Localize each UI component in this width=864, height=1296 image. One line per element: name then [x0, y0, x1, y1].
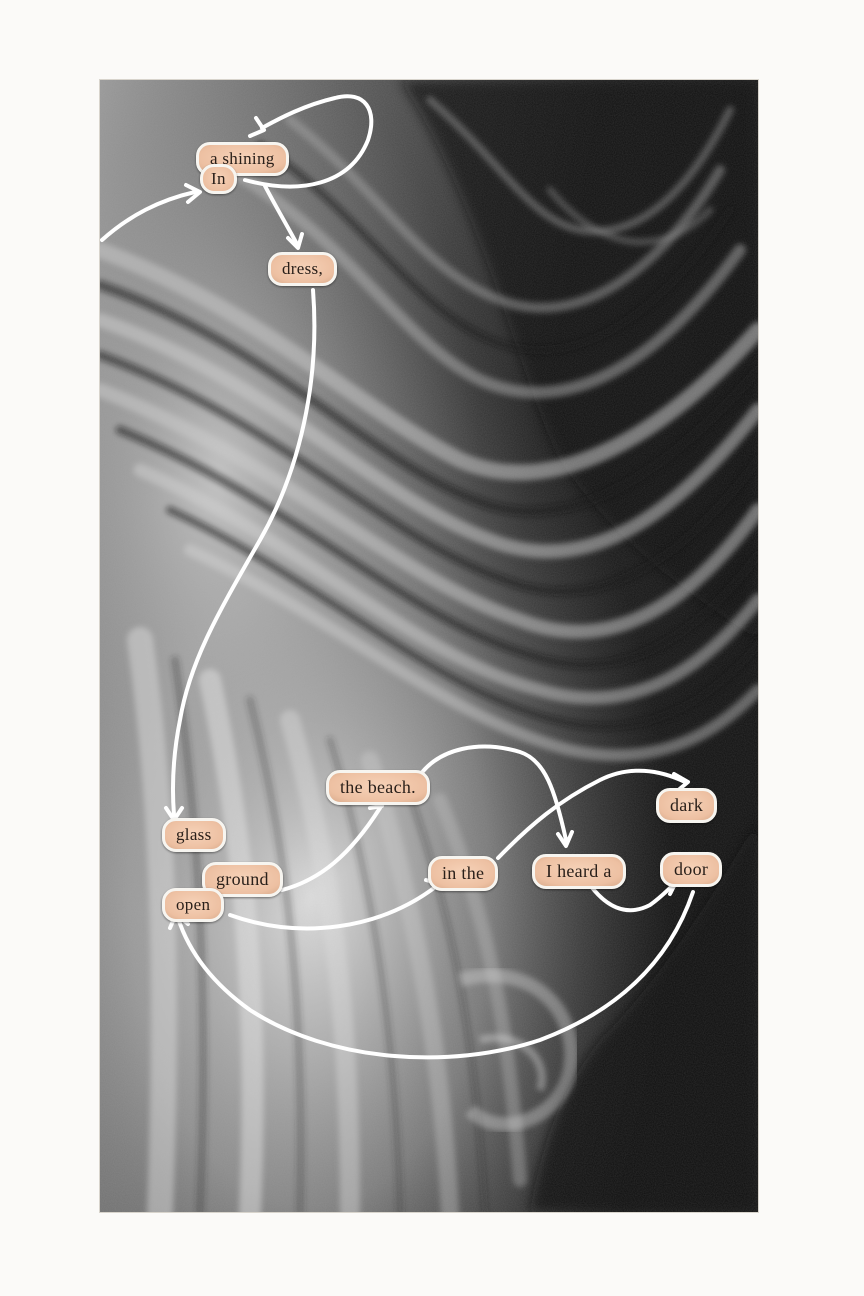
connector-in-to-dress [263, 184, 299, 246]
word-open: open [162, 888, 225, 922]
connector-beach-to-heard [418, 744, 568, 842]
arrowhead [286, 232, 304, 250]
connector-in-loop [243, 94, 374, 189]
connector-dress-to-glass [170, 288, 317, 817]
word-the-beach: the beach. [326, 770, 430, 805]
arrowhead [556, 830, 574, 848]
drapery-photo [100, 80, 758, 1212]
word-dress: dress, [268, 252, 337, 286]
word-in: In [200, 164, 237, 194]
connector-edge-to-in [100, 190, 197, 242]
word-door: door [660, 852, 723, 887]
connector-door-to-open [176, 890, 695, 1060]
word-i-heard-a: I heard a [532, 854, 626, 889]
word-ground: ground [202, 862, 283, 897]
connector-lines [100, 94, 695, 1060]
word-dark: dark [656, 788, 718, 823]
word-in-the: in the [428, 856, 499, 891]
word-a-shining: a shining [196, 142, 289, 176]
arrowhead [184, 183, 202, 204]
collage-artwork: a shining In dress, glass the beach. gro… [100, 80, 758, 1212]
connector-heard-to-door [588, 882, 676, 913]
arrowhead [248, 116, 266, 138]
word-glass: glass [162, 818, 226, 852]
connector-ground-to-beach [280, 806, 382, 892]
connector-inthe-to-dark [496, 768, 687, 860]
connector-open-to-inthe [228, 883, 440, 931]
